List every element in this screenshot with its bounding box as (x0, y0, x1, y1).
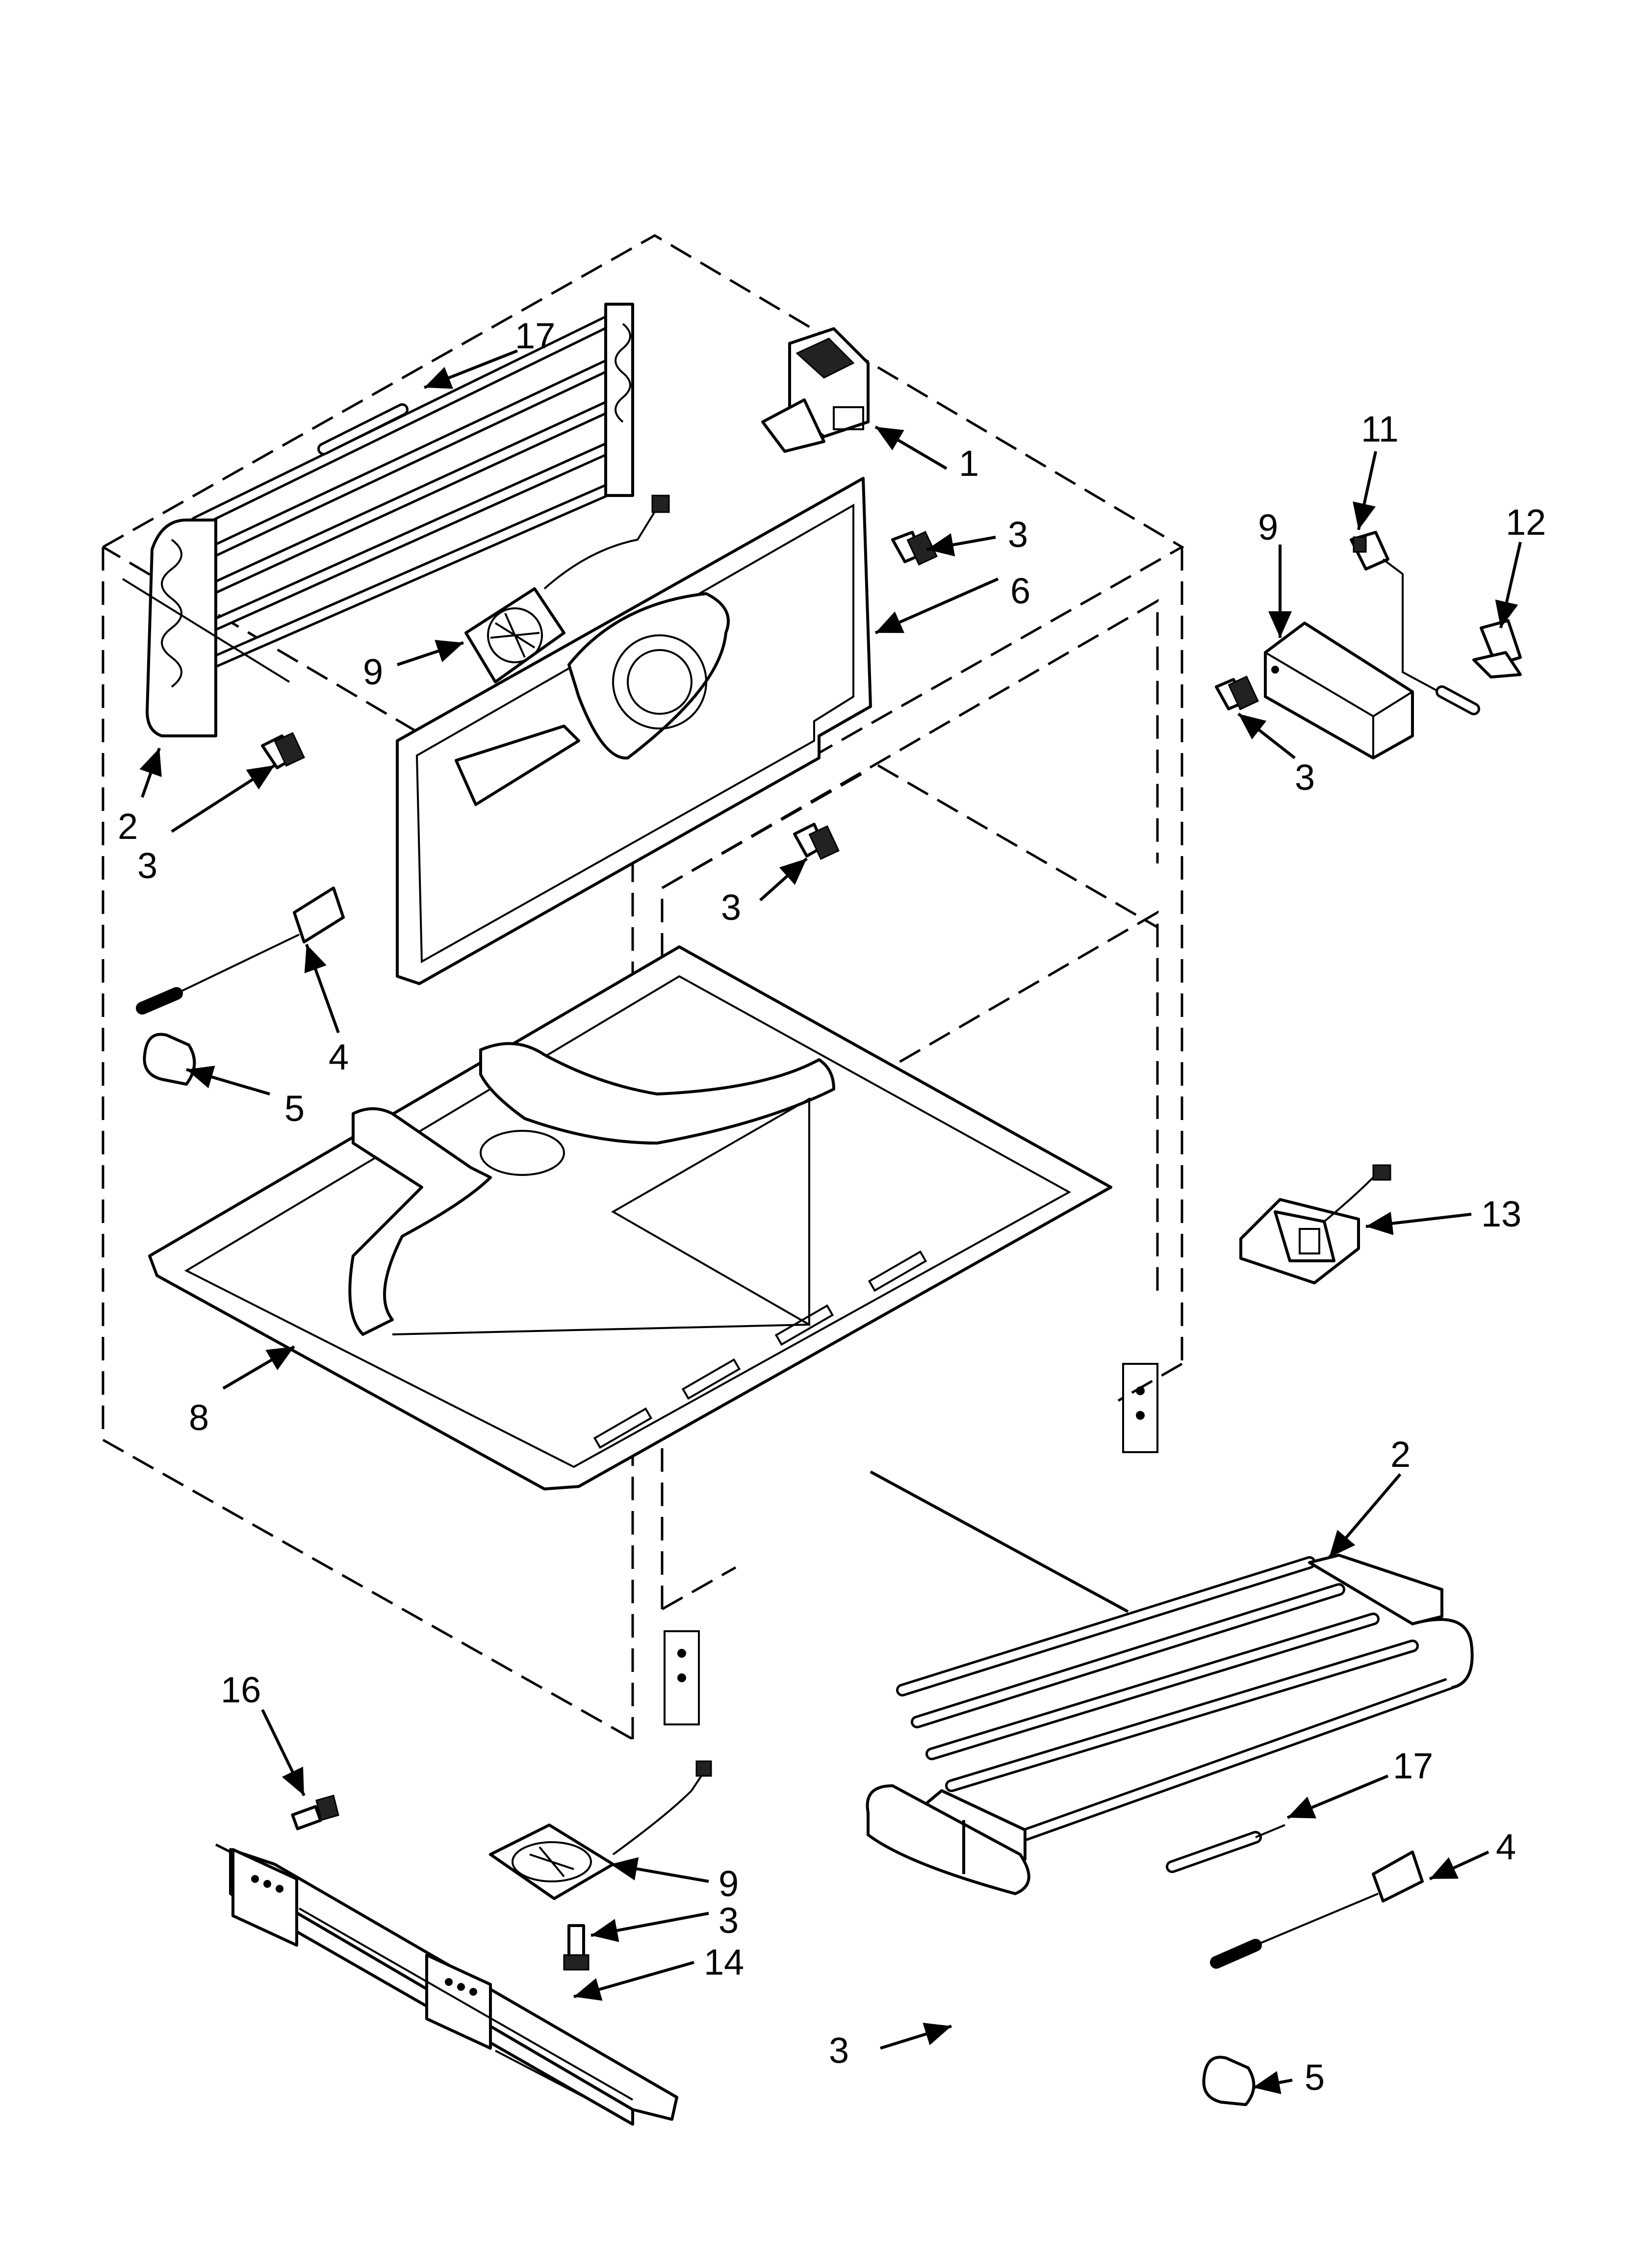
sensor-upper (136, 886, 345, 1015)
callout-12: 11 (1361, 409, 1399, 449)
control-module (1264, 622, 1414, 759)
callout-3-evap-lower: 3 (829, 2030, 849, 2071)
screw-3c (793, 823, 840, 860)
fan-upper (464, 495, 670, 683)
rail-bracket (215, 1843, 678, 2126)
callout-3-control: 3 (1295, 757, 1315, 798)
callout-2-lower: 2 (1390, 1434, 1411, 1475)
callout-3-center: 3 (721, 887, 741, 928)
callout-17-lower: 17 (1393, 1746, 1433, 1786)
callout-3-fan-lower: 3 (718, 1900, 739, 1941)
door-switch (761, 327, 870, 453)
callout-8: 8 (189, 1397, 209, 1438)
thermistor-upper (317, 403, 409, 455)
clip-lower (1202, 2056, 1256, 2106)
screw-3d (1215, 676, 1259, 710)
fan-shroud (396, 477, 872, 985)
callout-6: 6 (1010, 571, 1030, 611)
evaporator-upper (122, 303, 634, 737)
callout-3-shroud: 3 (1008, 514, 1028, 555)
callout-5-lower: 5 (1305, 2057, 1325, 2098)
callout-4-upper: 4 (329, 1037, 349, 1077)
callout-15: 14 (704, 1942, 744, 1982)
screw-3a (261, 732, 305, 769)
callout-1: 1 (959, 443, 979, 484)
wire-connector (1350, 531, 1480, 715)
callout-4-lower: 4 (1496, 1826, 1516, 1867)
callout-5-upper: 5 (284, 1088, 305, 1129)
mounting-clip (1472, 619, 1522, 678)
callout-11: 9 (1258, 507, 1278, 547)
callout-17-upper: 17 (515, 315, 555, 356)
leader-lines (139, 349, 1522, 2094)
callout-labels: 17 1 3 6 9 2 3 3 4 5 8 9 11 12 3 13 2 17… (118, 315, 1546, 2098)
callout-14: 13 (1481, 1194, 1521, 1234)
callout-9-upper: 9 (363, 652, 383, 692)
evaporator-lower (866, 1554, 1474, 1895)
callout-16: 16 (221, 1669, 261, 1710)
humidity-sensor-module (1239, 1164, 1391, 1284)
callout-2-upper: 2 (118, 806, 138, 847)
screw-3e (563, 1924, 590, 1971)
cabinet-foot-brackets (664, 1363, 1158, 1725)
callout-9-lower-label: 9 (718, 1863, 739, 1904)
sensor-lower (1210, 1851, 1424, 1969)
callout-3-evap-upper: 3 (137, 845, 157, 886)
screw-16 (291, 1795, 339, 1830)
clip-upper (143, 1033, 196, 1086)
fan-lower (489, 1760, 712, 1900)
callout-13: 12 (1506, 502, 1546, 543)
drain-pan (148, 945, 1112, 1490)
